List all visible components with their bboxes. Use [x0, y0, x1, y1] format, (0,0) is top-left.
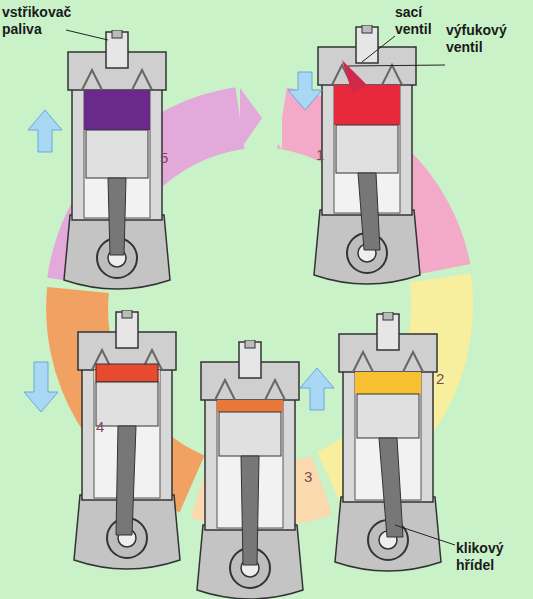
part-label: vstřikovač paliva [2, 4, 72, 38]
callout-number: 5 [160, 149, 180, 166]
callout-number: 3 [304, 468, 324, 485]
callout-number: 2 [436, 370, 456, 387]
callout-number: 1 [316, 146, 336, 163]
part-label: výfukový ventil [446, 22, 532, 56]
part-label: klikový hřídel [456, 540, 526, 574]
callout-number: 4 [96, 418, 116, 435]
part-label: sací ventil [395, 4, 440, 38]
